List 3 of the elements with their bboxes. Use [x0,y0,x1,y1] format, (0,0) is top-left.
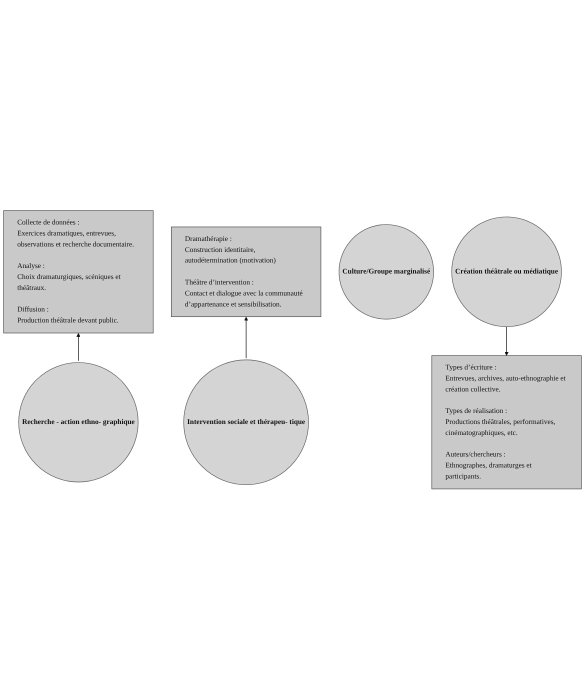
arrow [504,326,509,356]
arrow [76,333,80,362]
arrow [244,316,248,359]
